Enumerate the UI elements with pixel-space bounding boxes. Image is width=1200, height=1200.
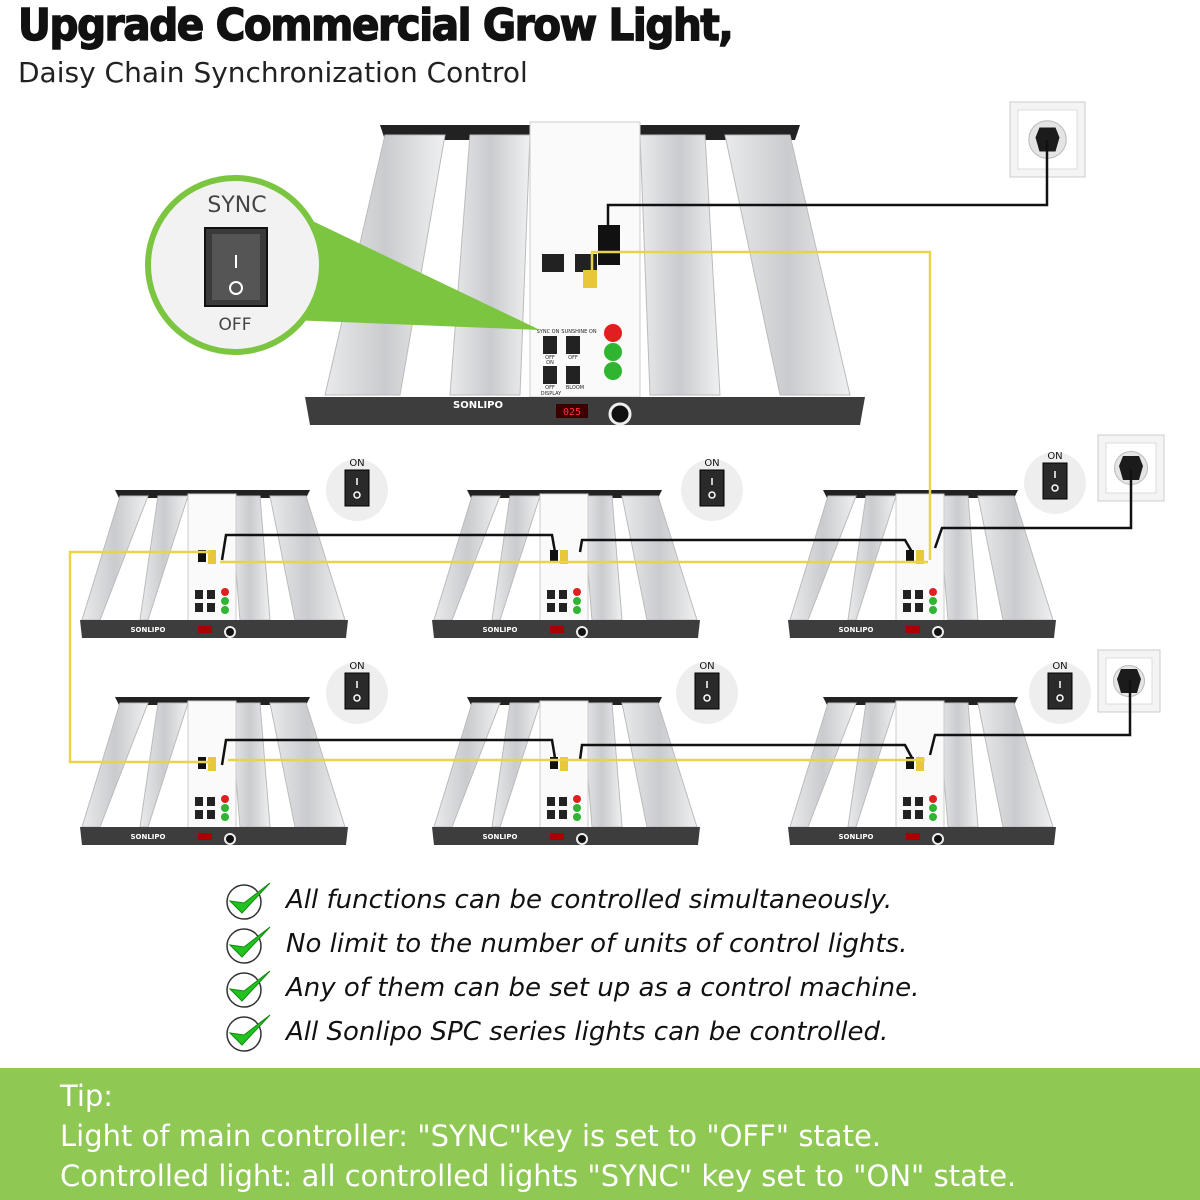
feature-text: No limit to the number of units of contr… [286, 929, 908, 959]
tip-line: Light of main controller: "SYNC"key is s… [60, 1119, 882, 1153]
check-icon [226, 970, 271, 1008]
callout-off-label: OFF [219, 315, 252, 335]
on-switch: ON [1024, 451, 1086, 514]
link-cable [578, 743, 914, 761]
on-label: ON [1052, 661, 1067, 672]
brand-label: SONLIPO [483, 626, 518, 634]
feature-item: No limit to the number of units of contr… [222, 922, 919, 966]
rocker-switch-icon [344, 672, 370, 710]
controlled-grow-light: SONLIPO [788, 490, 1056, 638]
plus-button [604, 343, 622, 361]
tip-heading: Tip: [60, 1079, 114, 1113]
controlled-grow-light: SONLIPO [80, 490, 348, 638]
page-title: Upgrade Commercial Grow Light, [17, 0, 734, 52]
brand-label: SONLIPO [483, 833, 518, 841]
check-icon [226, 1014, 271, 1052]
rocker-switch-icon [699, 469, 725, 507]
rocker-switch-icon [1042, 462, 1068, 500]
on-switch: ON [326, 458, 388, 521]
set-button [604, 324, 622, 342]
rocker-switch-icon [1047, 672, 1073, 710]
on-switch: ON [676, 661, 738, 724]
feature-text: All Sonlipo SPC series lights can be con… [286, 1017, 889, 1047]
on-label: ON [349, 458, 364, 469]
on-label: ON [699, 661, 714, 672]
switch-label-sync-off: OFF [545, 355, 555, 361]
feature-item: Any of them can be set up as a control m… [222, 966, 919, 1010]
main-grow-light: SYNC ON SUNSHINE ON OFF OFF ON OFF DISPL… [305, 121, 865, 426]
feature-text: All functions can be controlled simultan… [286, 885, 893, 915]
controlled-grow-light: SONLIPO [788, 697, 1056, 845]
on-switch: ON [1029, 661, 1091, 724]
feature-text: Any of them can be set up as a control m… [286, 973, 920, 1003]
switch-label-display-off: OFF [545, 385, 555, 391]
dimmer-knob [608, 402, 632, 426]
feature-list: All functions can be controlled simultan… [222, 878, 919, 1054]
daisy-chain-diagram: SYNC ON SUNSHINE ON OFF OFF ON OFF DISPL… [68, 101, 1165, 845]
on-label: ON [1047, 451, 1062, 462]
switch-label-bloom: BLOOM [566, 385, 584, 391]
tip-box: Tip: Light of main controller: "SYNC"key… [0, 1068, 1200, 1200]
power-cord [928, 680, 1132, 756]
power-cord [933, 470, 1133, 549]
link-cable [220, 738, 557, 766]
on-label: ON [704, 458, 719, 469]
tip-line: Controlled light: all controlled lights … [60, 1159, 1017, 1193]
brand-label: SONLIPO [839, 833, 874, 841]
rocker-switch-icon [694, 672, 720, 710]
minus-button [604, 362, 622, 380]
feature-item: All functions can be controlled simultan… [222, 878, 919, 922]
on-label: ON [349, 661, 364, 672]
sync-cable [68, 550, 210, 764]
brand-label: SONLIPO [453, 400, 503, 411]
power-cord [606, 140, 1049, 225]
rocker-switch-icon [344, 469, 370, 507]
on-switch: ON [326, 661, 388, 724]
switch-label-sunshine-off: OFF [568, 355, 578, 361]
panel-switches [543, 336, 580, 384]
on-switch: ON [681, 458, 743, 521]
sync-cable [590, 250, 932, 560]
controlled-grow-light: SONLIPO [432, 490, 700, 638]
controlled-grow-light: SONLIPO [432, 697, 700, 845]
wall-outlet-icon [1009, 101, 1086, 178]
callout-sync-label: SYNC [207, 193, 266, 218]
feature-item: All Sonlipo SPC series lights can be con… [222, 1010, 919, 1054]
switch-label-display: DISPLAY [541, 391, 562, 397]
controlled-grow-light: SONLIPO [80, 697, 348, 845]
switch-label-sync-on: SYNC ON [537, 329, 560, 335]
brand-label: SONLIPO [131, 833, 166, 841]
brand-label: SONLIPO [839, 626, 874, 634]
brand-label: SONLIPO [131, 626, 166, 634]
check-icon [226, 882, 271, 920]
link-cable [578, 538, 914, 553]
link-cable [220, 533, 557, 561]
page-subtitle: Daisy Chain Synchronization Control [18, 56, 528, 89]
led-display: 025 [563, 407, 581, 418]
sync-callout: SYNC OFF [145, 175, 540, 355]
switch-label-sunshine-on: SUNSHINE ON [561, 329, 596, 335]
check-icon [226, 926, 271, 964]
switch-label-display-on: ON [546, 360, 554, 366]
